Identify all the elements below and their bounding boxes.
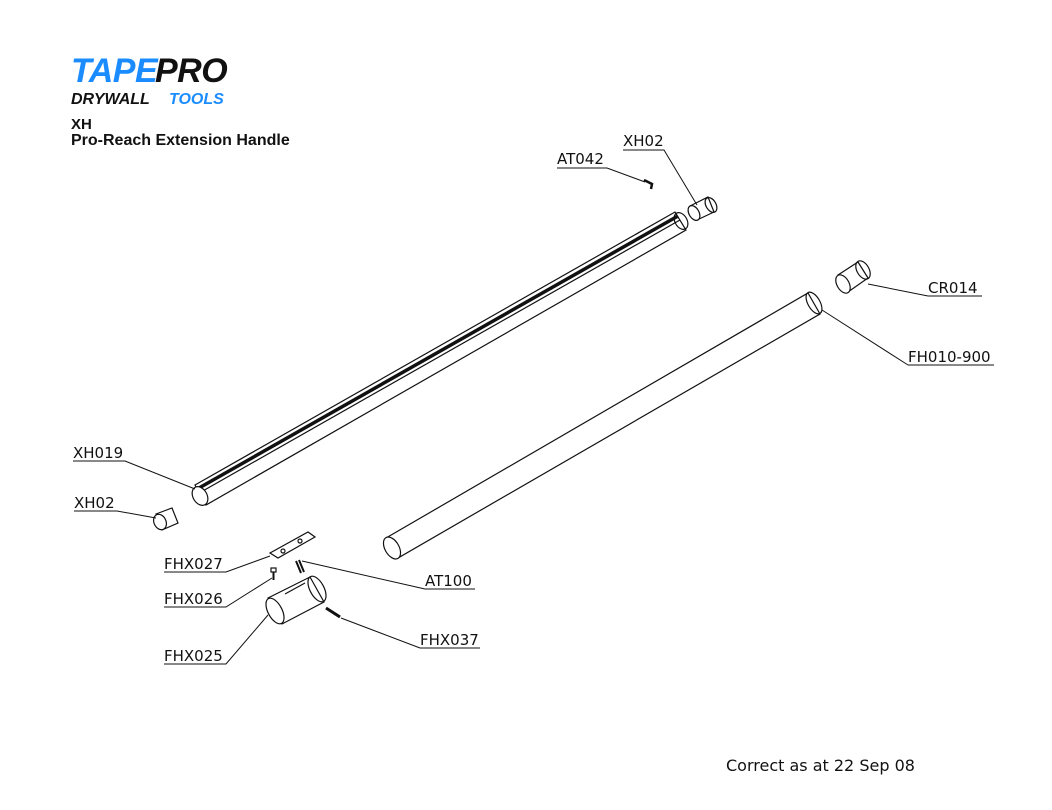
product-title: Pro-Reach Extension Handle [71,132,290,149]
label-fh010-900: FH010-900 [908,348,991,366]
label-fhx027: FHX027 [164,555,223,573]
brand-logo-tape: TAPE [71,52,158,90]
label-at100: AT100 [425,572,472,590]
label-xh019: XH019 [73,444,123,462]
label-xh02-top: XH02 [623,132,664,150]
lever-part [268,531,317,559]
label-cr014: CR014 [928,279,978,297]
label-at042: AT042 [557,150,604,168]
top-plug-part [687,196,718,221]
brand-tagline-drywall: DRYWALL [71,91,150,108]
revision-note: Correct as at 22 Sep 08 [726,756,915,775]
collar-part [265,575,327,625]
label-fhx025: FHX025 [164,647,223,665]
small-pin-part [325,606,341,619]
brand-tagline-tools: TOOLS [169,91,224,108]
brand-logo-pro: PRO [155,52,228,90]
end-cap-part [835,260,871,294]
label-xh02-bottom: XH02 [74,494,115,512]
leader-lines [73,149,994,665]
spring-part [295,559,305,574]
pin-part [643,178,654,190]
tube-part [382,291,823,560]
screw-part [270,567,277,580]
bottom-plug-part [152,507,179,531]
label-fhx026: FHX026 [164,590,223,608]
label-fhx037: FHX037 [420,631,479,649]
channel-handle-part [191,211,689,506]
product-code: XH [71,116,92,133]
